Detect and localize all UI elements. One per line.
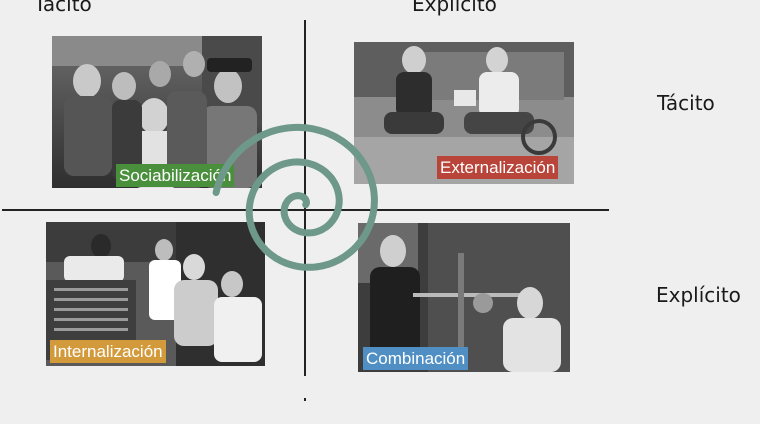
axis-label-explicit-top: Explícito [412,0,497,16]
label-combination: Combinación [363,347,469,370]
label-externalization: Externalización [437,156,559,179]
axis-label-tacit-top: Tácito [34,0,92,16]
label-socialization: Sociabilización [116,164,235,187]
label-internalization: Internalización [50,340,166,363]
axis-label-tacit-right: Tácito [657,91,715,115]
vertical-axis-line [304,20,306,376]
axis-label-explicit-right: Explícito [656,283,741,307]
slide-dot [304,398,306,401]
